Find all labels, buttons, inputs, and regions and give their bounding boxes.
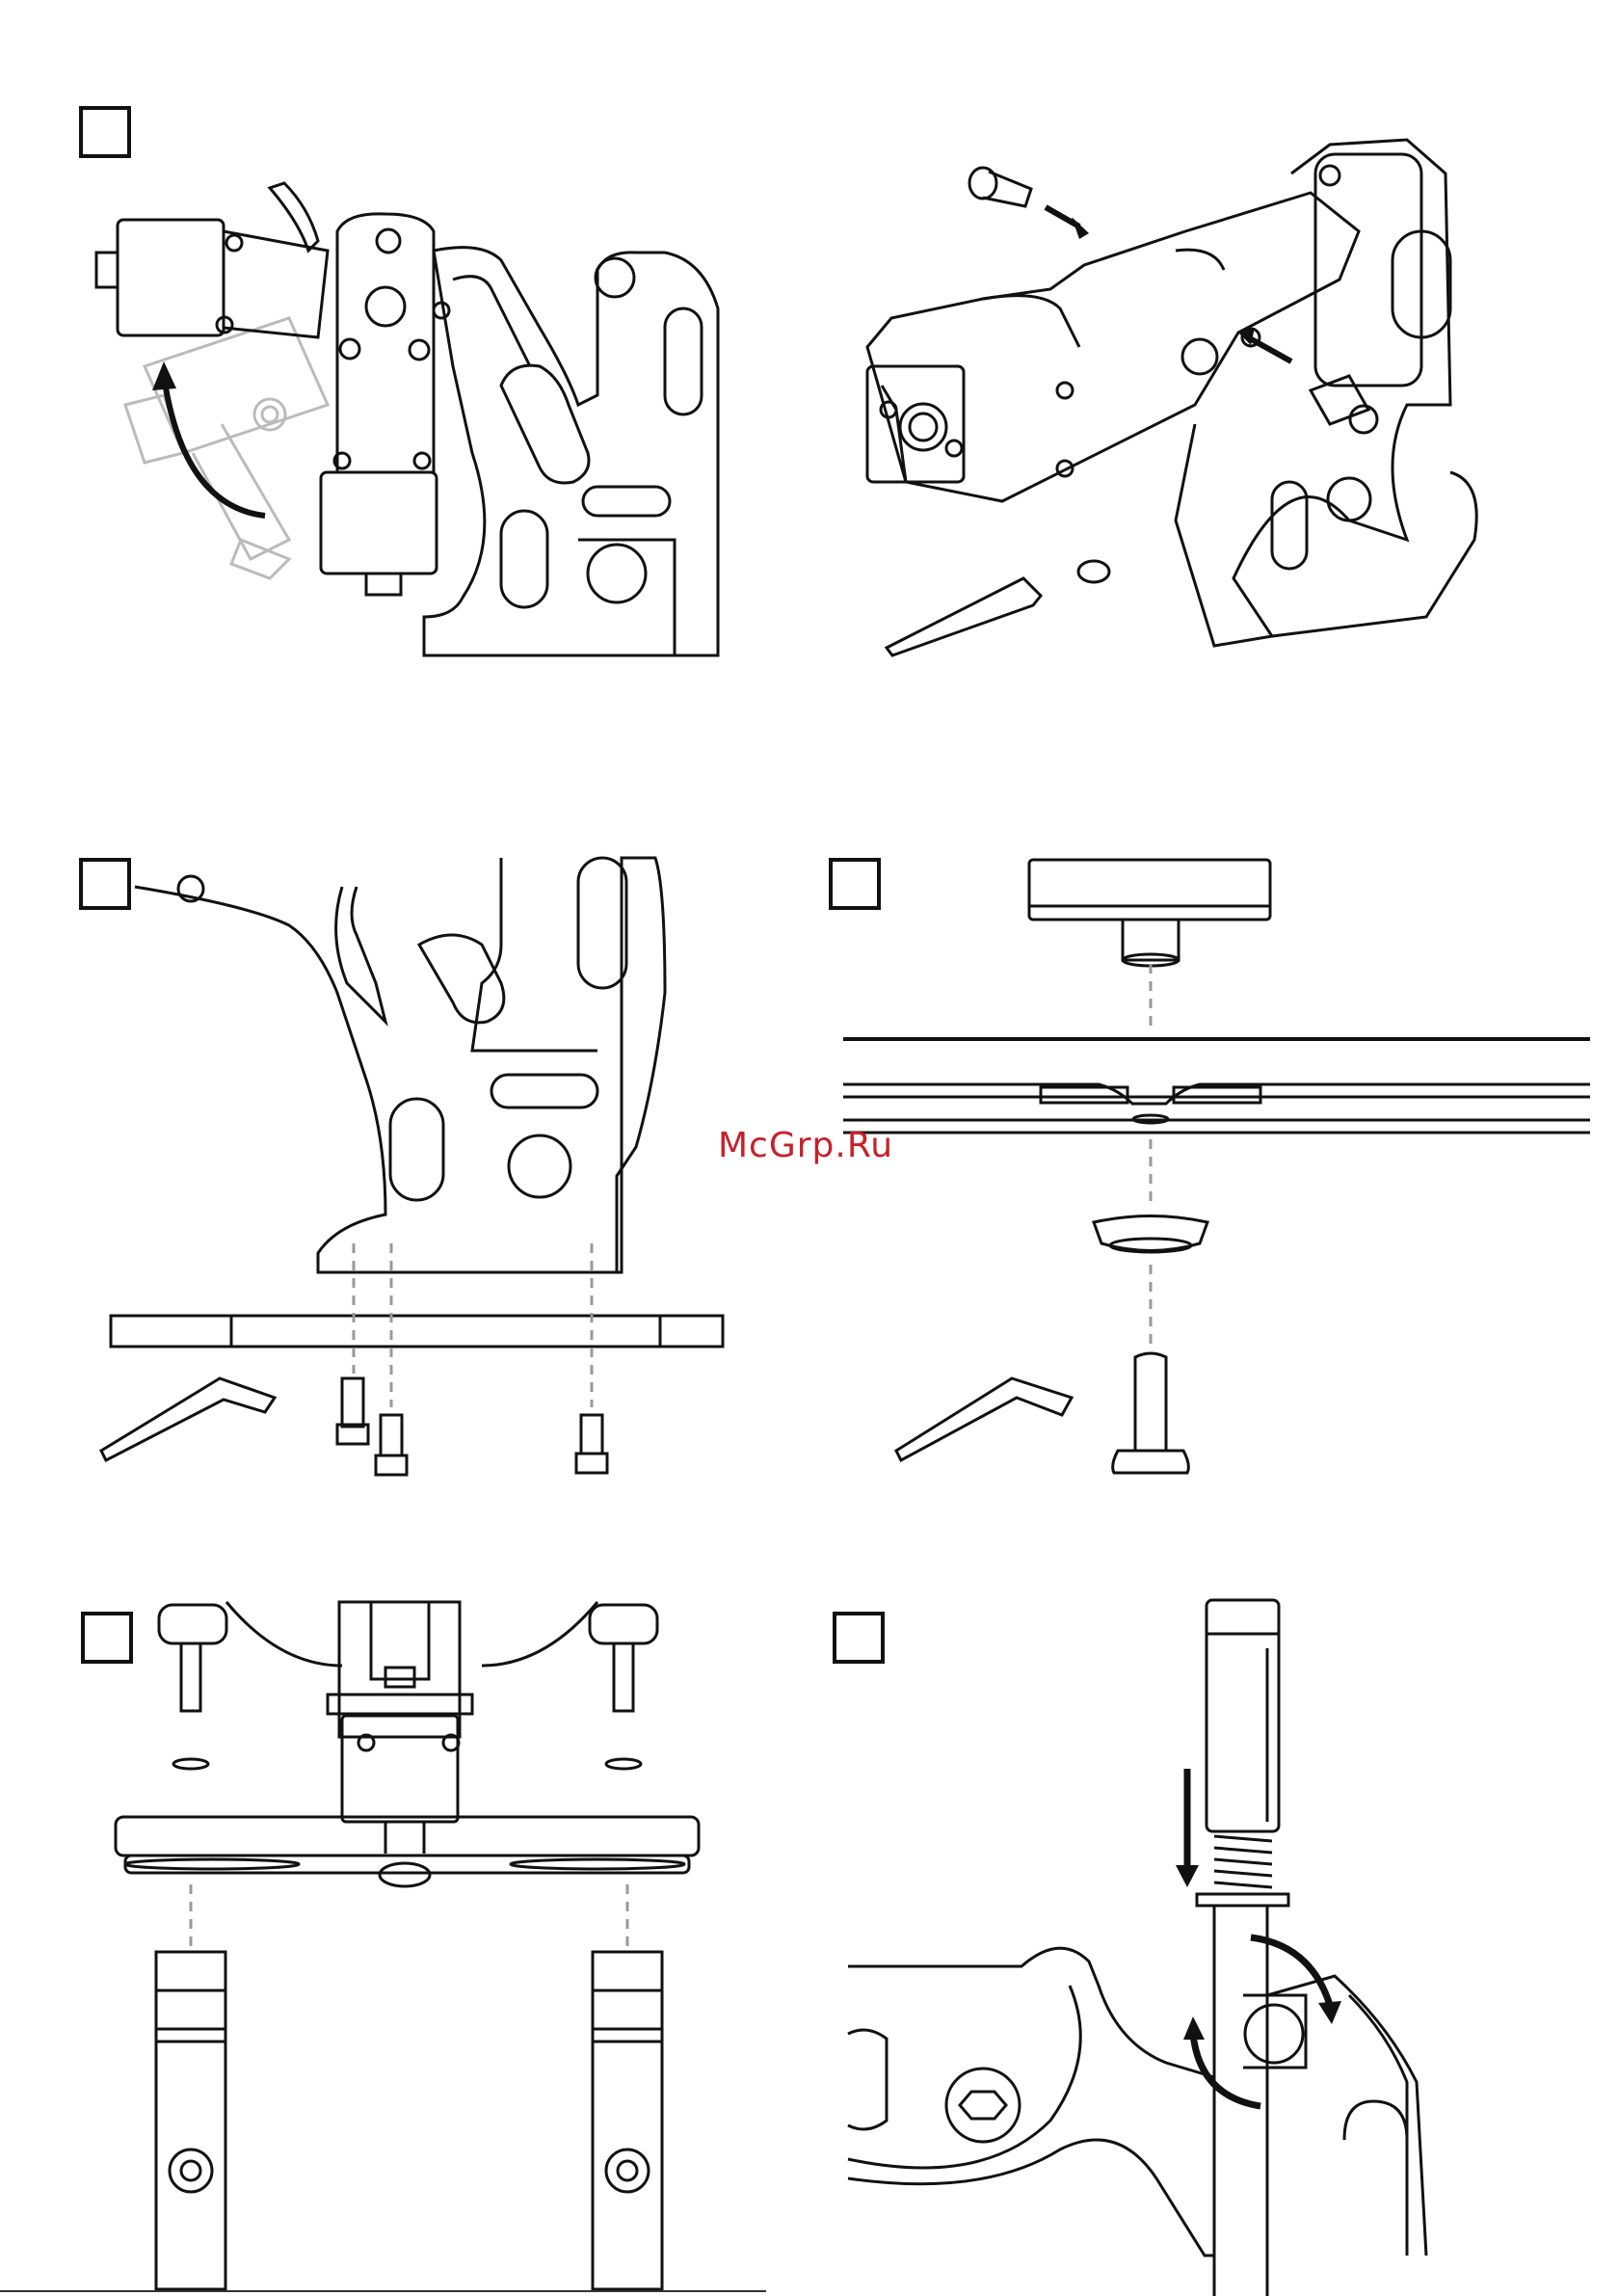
illustration-rotate-mount: [0, 0, 800, 733]
panel-4-center-bolt: [809, 829, 1618, 1504]
illustration-center-bolt: [809, 829, 1618, 1504]
panel-1-rotate-mount: [0, 0, 800, 733]
panel-6-spring-knob: [809, 1581, 1618, 2296]
watermark-text: McGrp.Ru: [718, 1126, 893, 1165]
illustration-plate-screws: [0, 829, 800, 1504]
illustration-knob-mounting: [0, 1581, 800, 2296]
bottom-rule-line: [0, 2290, 766, 2292]
panel-3-plate-screws: [0, 829, 800, 1504]
illustration-pin-insertion: [809, 0, 1618, 733]
panel-2-pin-insertion: [809, 0, 1618, 733]
illustration-spring-knob: [809, 1581, 1618, 2296]
panel-5-knob-mounting: [0, 1581, 800, 2296]
